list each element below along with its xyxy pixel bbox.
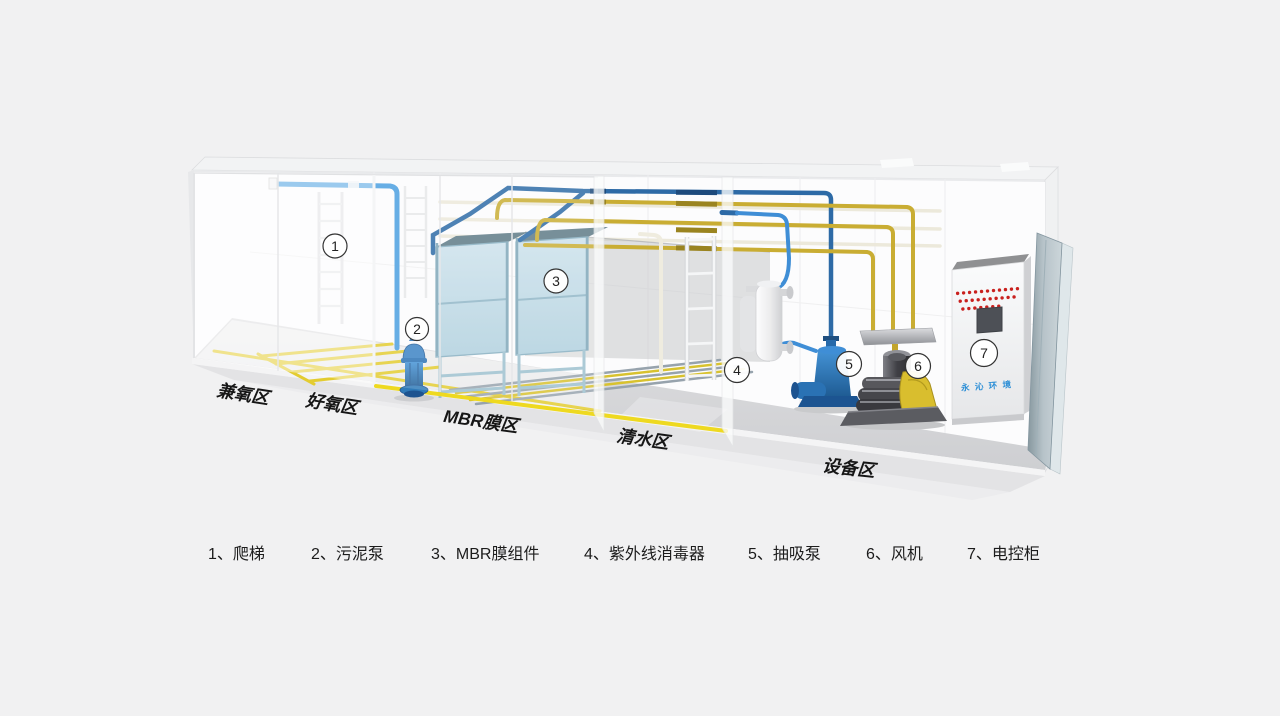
blower-manifold [859, 327, 937, 346]
legend-item-1: 1、爬梯 [208, 545, 265, 563]
clearwater-outlet-pipe [638, 232, 663, 374]
ladder-clearwater-zone [684, 236, 717, 381]
svg-text:1: 1 [331, 238, 339, 254]
svg-text:6: 6 [914, 358, 922, 374]
uv-sterilizer [740, 280, 794, 362]
svg-text:3: 3 [552, 273, 560, 289]
blower-assembly [840, 327, 947, 426]
callout-5: 5 [835, 350, 863, 378]
mbr-tank-a [435, 232, 528, 398]
legend-item-6: 6、风机 [866, 545, 923, 563]
sludge-pump-shadow [394, 394, 434, 402]
front-glass-wall [193, 172, 599, 411]
callout-4: 4 [723, 356, 751, 384]
front-yellow-header-pipe [374, 384, 728, 433]
cabinet-brand-text: 永 沁 环 境 [960, 379, 1013, 393]
sludge-pipe [268, 177, 400, 351]
sludge-pump [399, 334, 429, 398]
blower-base [840, 407, 947, 426]
floor-light-clearwater [618, 397, 728, 432]
legend-item-7: 7、电控柜 [967, 545, 1040, 563]
control-cabinet: 永 沁 环 境 [951, 254, 1031, 425]
legend: 1、爬梯 2、污泥泵 3、MBR膜组件 4、紫外线消毒器 5、抽吸泵 6、风机 … [208, 545, 1040, 563]
svg-text:4: 4 [733, 362, 741, 378]
cabinet-screen [976, 306, 1003, 334]
partition-mbr-clearwater [593, 175, 605, 433]
cabinet-led-dots [955, 286, 1020, 311]
container-door [1027, 232, 1074, 475]
legend-item-2: 2、污泥泵 [311, 545, 384, 563]
cabinet-base [952, 414, 1024, 425]
cabinet-side [1024, 256, 1031, 414]
mbr-tank-b [515, 227, 608, 396]
ladder-aerobic-zone [317, 192, 344, 324]
partition-clearwater-equipment [721, 176, 734, 449]
callout-1: 1 [322, 233, 348, 259]
callouts: 1 2 3 4 5 6 7 [322, 233, 999, 384]
svg-text:5: 5 [845, 356, 853, 372]
callout-6: 6 [904, 352, 932, 380]
svg-text:7: 7 [980, 345, 988, 361]
roof-hatch [1000, 162, 1030, 172]
callout-2: 2 [404, 316, 430, 342]
legend-item-4: 4、紫外线消毒器 [584, 545, 705, 563]
roof-hatch [880, 158, 914, 168]
callout-7: 7 [969, 338, 999, 368]
cabinet-top [952, 254, 1029, 270]
legend-item-5: 5、抽吸泵 [748, 545, 821, 563]
overhead-air-pipes [495, 197, 915, 335]
ladder-small [403, 186, 428, 298]
legend-item-3: 3、MBR膜组件 [431, 545, 539, 563]
svg-text:2: 2 [413, 321, 421, 337]
callout-3: 3 [543, 268, 569, 294]
